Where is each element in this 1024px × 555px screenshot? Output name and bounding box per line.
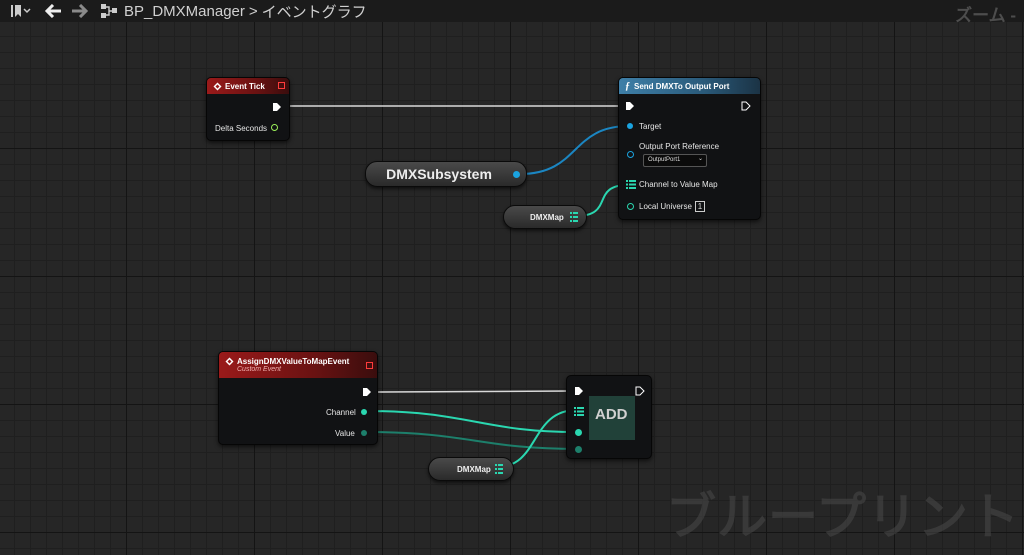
event-tick-title: Event Tick [225,81,265,91]
exec-in-pin-icon[interactable] [574,386,584,396]
map-pin-icon[interactable] [495,464,503,474]
dmx-map-bottom-title: DMXMap [457,464,491,474]
assign-event-header[interactable]: AssignDMXValueToMapEvent Custom Event [219,352,377,378]
exec-in-pin-icon[interactable] [625,101,635,111]
local-universe-label: Local Universe [639,202,692,211]
assign-dmx-event-node[interactable]: AssignDMXValueToMapEvent Custom Event Ch… [218,351,378,445]
forward-button[interactable] [66,0,94,22]
value-label: Value [335,429,355,438]
exec-out-pin-icon[interactable] [635,386,645,396]
exec-out-pin-icon[interactable] [272,102,282,112]
value-pin[interactable] [361,430,367,436]
local-universe-input[interactable]: 1 [695,201,705,212]
bookmark-menu[interactable] [0,0,40,22]
graph-icon-wrap [94,0,124,22]
arrow-left-icon [44,4,61,18]
exec-out-pin-icon[interactable] [362,387,372,397]
add-title: ADD [595,406,628,423]
send-dmx-header[interactable]: ƒ Send DMXTo Output Port [619,78,760,94]
delta-seconds-pin[interactable] [271,124,278,131]
map-add-icon-bg [589,396,635,440]
target-pin[interactable] [627,123,633,129]
dmx-map-bottom-node[interactable]: DMXMap [428,457,514,481]
output-port-pin[interactable] [627,151,634,158]
back-button[interactable] [40,0,66,22]
bookmark-icon [11,5,31,17]
channel-wire[interactable] [364,410,579,433]
arrow-right-icon [72,4,89,18]
map-pin-icon[interactable] [574,407,584,416]
event-tick-header[interactable]: Event Tick [207,78,289,94]
delegate-pin-icon[interactable] [366,362,373,369]
zoom-label: ズーム - [955,6,1016,25]
channel-label: Channel [326,408,356,417]
event-diamond-icon [213,82,222,90]
output-port-value: OutputPort1 [648,157,681,163]
exec-wire-assign[interactable] [371,390,573,393]
channel-pin[interactable] [361,409,367,415]
chevron-down-icon: ⌄ [697,156,703,162]
send-dmx-title: Send DMXTo Output Port [634,81,730,91]
map-add-node[interactable]: ADD [566,375,652,459]
value-in-pin[interactable] [575,446,582,453]
event-diamond-icon [225,357,234,366]
delegate-pin-icon[interactable] [278,82,285,89]
dmx-subsystem-title: DMXSubsystem [386,166,492,182]
blueprint-graph-icon [101,4,117,18]
output-port-reference-label: Output Port Reference [639,142,720,151]
delta-seconds-label: Delta Seconds [215,124,268,133]
output-port-dropdown[interactable]: OutputPort1 ⌄ [643,154,707,167]
breadcrumb-current[interactable]: イベントグラフ [261,3,367,21]
target-label: Target [639,122,662,131]
exec-out-pin-icon[interactable] [741,101,751,111]
send-dmx-node[interactable]: ƒ Send DMXTo Output Port Target Output P… [618,77,761,220]
local-universe-pin[interactable] [627,203,634,210]
dmx-subsystem-out-pin[interactable] [513,171,520,178]
dmx-map-top-title: DMXMap [530,212,564,222]
breadcrumb-root[interactable]: BP_DMXManager [124,2,245,20]
assign-event-title: AssignDMXValueToMapEvent [237,357,350,366]
map-pin-icon[interactable] [570,212,578,222]
toolbar: BP_DMXManager > イベントグラフ ズーム - [0,0,1024,25]
dmx-subsystem-node[interactable]: DMXSubsystem [365,161,527,187]
target-wire[interactable] [519,125,630,175]
function-icon: ƒ [625,80,630,92]
breadcrumb-separator: > [248,2,258,20]
dmx-map-top-node[interactable]: DMXMap [503,205,587,229]
channel-to-value-map-label: Channel to Value Map [639,180,718,189]
blueprint-watermark: ブループリント [666,489,1020,545]
assign-event-subtitle: Custom Event [237,366,281,373]
key-pin[interactable] [575,429,582,436]
event-tick-node[interactable]: Event Tick Delta Seconds [206,77,290,141]
value-wire[interactable] [364,431,579,450]
map-pin-icon[interactable] [626,180,636,189]
